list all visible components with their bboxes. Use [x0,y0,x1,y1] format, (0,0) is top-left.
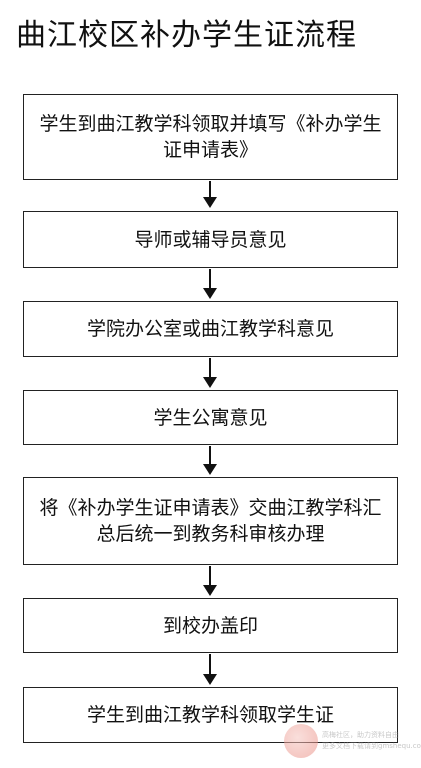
flow-arrow-6-shaft [209,654,211,675]
flow-step-1-collect-form: 学生到曲江教学科领取并填写《补办学生证申请表》 [23,94,398,180]
watermark-logo-icon [284,724,318,758]
flow-arrow-2-head [203,288,217,299]
flow-arrow-5-head [203,585,217,596]
watermark: 高梅社区，助力资料自由 更多文档下载请到gmshequ.com [284,721,421,761]
flow-arrow-4-head [203,464,217,475]
flow-step-2-text: 导师或辅导员意见 [134,228,287,251]
flow-arrow-2-shaft [209,269,211,289]
flow-step-2-advisor-opinion: 导师或辅导员意见 [23,211,398,268]
flow-arrow-3-shaft [209,358,211,378]
flow-step-7-text: 学生到曲江教学科领取学生证 [86,704,334,726]
flow-arrow-5 [203,566,217,596]
flow-step-5-text: 将《补办学生证申请表》交曲江教学科汇总后统一到教务科审核办理 [39,497,382,545]
flow-arrow-6-head [203,674,217,685]
flow-arrow-1-head [203,197,217,208]
flow-arrow-1-shaft [209,181,211,198]
watermark-line-1: 高梅社区，助力资料自由 [322,731,399,739]
flow-step-3-text: 学院办公室或曲江教学科意见 [86,318,334,340]
flow-arrow-3 [203,358,217,388]
flow-step-4-text: 学生公寓意见 [153,406,268,429]
flow-step-7-collect-card: 学生到曲江教学科领取学生证 [23,687,398,743]
flow-arrow-2 [203,269,217,299]
flow-arrow-4 [203,446,217,475]
flow-step-6-text: 到校办盖印 [162,614,258,637]
page-title: 曲江校区补办学生证流程 [16,18,357,53]
flow-step-6-stamp: 到校办盖印 [23,598,398,653]
flow-step-1-text: 学生到曲江教学科领取并填写《补办学生证申请表》 [39,113,382,161]
flow-step-5-submit-for-review: 将《补办学生证申请表》交曲江教学科汇总后统一到教务科审核办理 [23,477,398,565]
flow-step-3-office-opinion: 学院办公室或曲江教学科意见 [23,301,398,357]
flow-arrow-4-shaft [209,446,211,465]
flow-arrow-1 [203,181,217,208]
flow-arrow-3-head [203,377,217,388]
watermark-line-2: 更多文档下载请到gmshequ.com [322,742,421,750]
flow-arrow-6 [203,654,217,685]
flow-step-4-dorm-opinion: 学生公寓意见 [23,390,398,445]
flow-arrow-5-shaft [209,566,211,586]
watermark-text: 高梅社区，助力资料自由 更多文档下载请到gmshequ.com [322,730,421,752]
